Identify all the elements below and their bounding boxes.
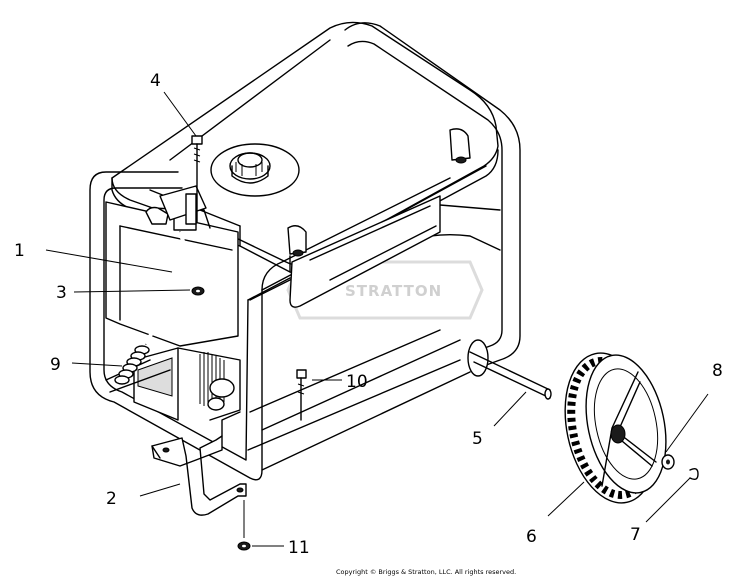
watermark: STRATTON bbox=[286, 260, 484, 320]
engine-panel bbox=[105, 199, 239, 347]
callout-1: 1 bbox=[14, 241, 25, 261]
watermark-text: STRATTON bbox=[345, 282, 442, 300]
callout-9: 9 bbox=[50, 355, 61, 375]
engine-lower bbox=[105, 347, 241, 421]
copyright-text: Copyright © Briggs & Stratton, LLC. All … bbox=[336, 568, 516, 576]
tank-mounts bbox=[287, 128, 471, 257]
callout-leaders bbox=[45, 91, 709, 547]
callout-6: 6 bbox=[526, 527, 537, 547]
rear-panel bbox=[289, 195, 441, 308]
callout-10: 10 bbox=[346, 372, 368, 392]
tank-bracket bbox=[159, 185, 207, 225]
callouts: 1 2 3 4 5 6 7 8 9 10 11 bbox=[14, 71, 723, 558]
hose-coil bbox=[114, 345, 150, 385]
axle-item-5 bbox=[467, 339, 552, 400]
bolt-item-4 bbox=[191, 135, 203, 223]
fuel-cap bbox=[210, 143, 300, 197]
wheel-item-6 bbox=[564, 352, 667, 504]
nut-item-3 bbox=[191, 286, 205, 296]
callout-3: 3 bbox=[56, 283, 67, 303]
bolt-item-10 bbox=[296, 369, 307, 421]
callout-4: 4 bbox=[150, 71, 161, 91]
nut-item-11 bbox=[237, 541, 251, 551]
callout-5: 5 bbox=[472, 429, 483, 449]
callout-8: 8 bbox=[712, 361, 723, 381]
washer-item-8 bbox=[661, 454, 675, 470]
foot-bracket-item-2 bbox=[151, 411, 247, 516]
callout-11: 11 bbox=[288, 538, 310, 558]
callout-2: 2 bbox=[106, 489, 117, 509]
clip-item-7 bbox=[689, 467, 699, 481]
callout-7: 7 bbox=[630, 525, 641, 545]
